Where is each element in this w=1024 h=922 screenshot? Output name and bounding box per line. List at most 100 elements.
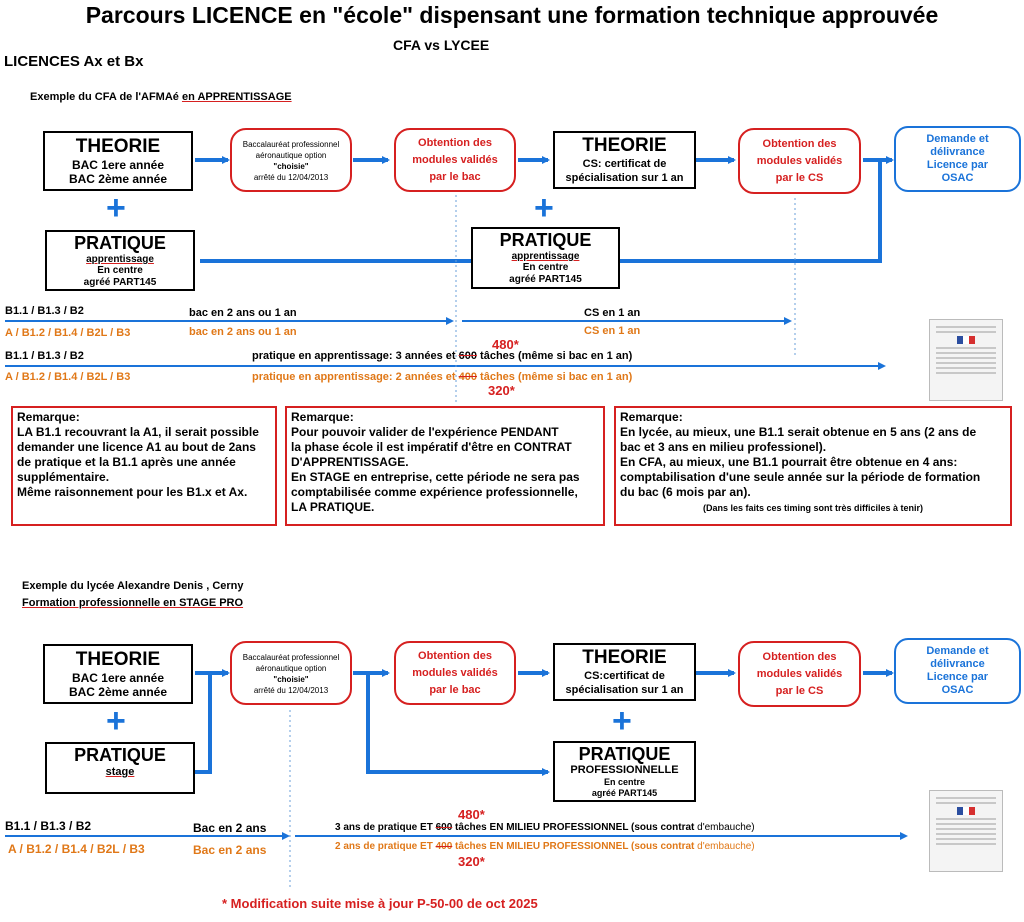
cfa-pratique-cs-box: PRATIQUE apprentissage En centre agréé P… xyxy=(471,227,620,289)
cfa-cs-duration-blue: CS en 1 an xyxy=(584,307,641,319)
remark-2-line: la phase école il est impératif d'être e… xyxy=(291,440,572,454)
lycee-osac-l4: OSAC xyxy=(941,684,974,696)
lycee-modules-bac-box: Obtention des modules validés par le bac xyxy=(394,641,516,705)
lycee-modules-cs-box: Obtention des modules validés par le CS xyxy=(738,641,861,707)
lycee-theorie-cs-l2: spécialisation sur 1 an xyxy=(565,684,684,696)
cfa-example-mode: en APPRENTISSAGE xyxy=(181,91,292,103)
cfa-theorie-cs-l1: CS: certificat de xyxy=(582,158,667,170)
lycee-prat-blue-text: 3 ans de pratique ET 600 tâches EN MILIE… xyxy=(335,822,755,833)
cfa-bac-l3: "choisie" xyxy=(273,162,309,171)
cfa-pratique-l2: agréé PART145 xyxy=(83,277,157,288)
lycee-pratique-pro-box: PRATIQUE PROFESSIONNELLE En centre agréé… xyxy=(553,741,696,802)
lycee-example-text: Exemple du lycée Alexandre Denis , Cerny xyxy=(22,580,244,592)
lycee-prat-blue-new-value: 480* xyxy=(458,807,485,822)
lycee-modules-bac-l2: modules validés xyxy=(412,667,498,679)
page-title: Parcours LICENCE en "école" dispensant u… xyxy=(85,2,939,28)
lycee-prat-orange-a: 2 ans de pratique ET xyxy=(335,841,436,852)
lycee-pratique-sub: stage xyxy=(105,766,135,778)
lycee-theorie-box: THEORIE BAC 1ere année BAC 2ème année xyxy=(43,644,193,704)
remark-1-line: LA B1.1 recouvrant la A1, il serait poss… xyxy=(17,425,259,439)
cfa-row2-orange-label: A / B1.2 / B1.4 / B2L / B3 xyxy=(5,371,131,383)
lycee-prat-orange-b: tâches EN MILIEU PROFESSIONNEL (sous con… xyxy=(452,841,698,852)
remark-3-note: (Dans les faits ces timing sont très dif… xyxy=(702,503,924,513)
lycee-prat-blue-old: 600 xyxy=(435,822,453,833)
remark-3-line: En CFA, au mieux, une B1.1 pourrait être… xyxy=(620,455,958,469)
cfa-pratique-l1: En centre xyxy=(97,265,143,276)
cfa-pratique-cs-l1: En centre xyxy=(522,262,569,273)
lycee-pratique-pro-title: PRATIQUE xyxy=(578,744,671,764)
cfa-prat-blue-old: 600 xyxy=(458,350,477,362)
cfa-bac-l4: arrêté du 12/04/2013 xyxy=(253,173,329,182)
cfa-pratique-cs-title: PRATIQUE xyxy=(499,230,592,250)
lycee-osac-l2: délivrance xyxy=(930,658,985,670)
cfa-bac-l2: aéronautique option xyxy=(255,151,327,160)
remark-3-line: En lycée, au mieux, une B1.1 serait obte… xyxy=(620,425,977,439)
lycee-theorie-cs-box: THEORIE CS:certificat de spécialisation … xyxy=(553,643,696,701)
cfa-modules-cs-l1: Obtention des xyxy=(762,138,837,150)
lycee-bac-l1: Baccalauréat professionnel xyxy=(242,653,340,662)
cfa-theorie-cs-l2: spécialisation sur 1 an xyxy=(565,172,684,184)
remark-3-line: bac et 3 ans en milieu professionel). xyxy=(620,440,827,454)
lycee-theorie-cs-l1: CS:certificat de xyxy=(584,670,665,682)
license-document-image xyxy=(929,790,1003,872)
lycee-pratique-pro-l1: En centre xyxy=(603,777,645,787)
cfa-theorie-box: THEORIE BAC 1ere année BAC 2ème année xyxy=(43,131,193,191)
remark-box-2: Remarque: Pour pouvoir valider de l'expé… xyxy=(285,406,605,526)
cfa-row1-orange-label: A / B1.2 / B1.4 / B2L / B3 xyxy=(5,327,131,339)
lycee-prat-blue-a: 3 ans de pratique ET xyxy=(335,822,436,833)
lycee-theorie-cs-title: THEORIE xyxy=(582,647,667,668)
cfa-modules-cs-box: Obtention des modules validés par le CS xyxy=(738,128,861,194)
cfa-osac-l3: Licence par xyxy=(926,159,989,171)
cfa-example-text: Exemple du CFA de l'AFMAé xyxy=(30,91,179,103)
footnote: * Modification suite mise à jour P-50-00… xyxy=(222,896,538,911)
plus-icon: + xyxy=(534,189,554,227)
remark-3-title: Remarque: xyxy=(620,410,683,424)
lycee-theorie-title: THEORIE xyxy=(75,649,161,670)
remark-3-line: comptabilisation d'une seule année sur l… xyxy=(620,470,981,484)
lycee-pratique-box: PRATIQUE stage xyxy=(45,742,195,794)
section-title: LICENCES Ax et Bx xyxy=(4,53,144,70)
cfa-prat-orange-b: tâches (même si bac en 1 an) xyxy=(476,371,633,383)
lycee-pratique-pro-l2: agréé PART145 xyxy=(591,788,658,798)
cfa-prat-orange-a: pratique en apprentissage: 2 années et xyxy=(252,371,459,383)
remark-2-line: En STAGE en entreprise, cette période ne… xyxy=(291,470,580,484)
cfa-prat-blue-b: tâches (même si bac en 1 an) xyxy=(476,350,633,362)
cfa-modules-bac-l1: Obtention des xyxy=(418,137,492,149)
cfa-prat-blue-text: pratique en apprentissage: 3 années et 6… xyxy=(252,350,632,362)
remark-1-line: supplémentaire. xyxy=(17,470,110,484)
cfa-row1-blue-label: B1.1 / B1.3 / B2 xyxy=(5,305,84,317)
remark-2-line: comptabilisée comme expérience professio… xyxy=(291,485,578,499)
cfa-row2-blue-label: B1.1 / B1.3 / B2 xyxy=(5,350,84,362)
cfa-bac-l1: Baccalauréat professionnel xyxy=(242,140,340,149)
cfa-theorie-title: THEORIE xyxy=(75,136,161,157)
remark-box-3: Remarque: En lycée, au mieux, une B1.1 s… xyxy=(614,406,1012,526)
remark-2-title: Remarque: xyxy=(291,410,354,424)
cfa-bac-duration-blue: bac en 2 ans ou 1 an xyxy=(189,307,297,319)
lycee-modules-cs-l2: modules validés xyxy=(756,668,843,680)
lycee-pratique-pro-sub: PROFESSIONNELLE xyxy=(570,764,679,776)
cfa-prat-blue-a: pratique en apprentissage: 3 années et xyxy=(252,350,459,362)
lycee-prat-orange-old: 400 xyxy=(435,841,453,852)
cfa-prat-orange-new-value: 320* xyxy=(488,383,515,398)
plus-icon: + xyxy=(106,702,126,740)
remark-2-line: Pour pouvoir valider de l'expérience PEN… xyxy=(291,425,559,439)
cfa-pratique-box: PRATIQUE apprentissage En centre agréé P… xyxy=(45,230,195,291)
lycee-modules-bac-l1: Obtention des xyxy=(418,650,492,662)
remark-1-line: de pratique et la B1.1 après une année xyxy=(17,455,236,469)
lycee-theorie-l2: BAC 2ème année xyxy=(68,685,168,699)
license-document-image xyxy=(929,319,1003,401)
remark-1-line: demander une licence A1 au bout de 2ans xyxy=(17,440,256,454)
plus-icon: + xyxy=(106,189,126,227)
lycee-prat-orange-text: 2 ans de pratique ET 400 tâches EN MILIE… xyxy=(335,841,755,852)
cfa-modules-bac-l3: par le bac xyxy=(429,171,481,183)
cfa-pratique-title: PRATIQUE xyxy=(74,233,166,253)
cfa-prat-orange-old: 400 xyxy=(458,371,477,383)
lycee-osac-l1: Demande et xyxy=(926,645,989,657)
remark-2-line: D'APPRENTISSAGE. xyxy=(291,455,409,469)
remark-1-line: Même raisonnement pour les B1.x et Ax. xyxy=(17,485,248,499)
lycee-bac-l3: "choisie" xyxy=(273,675,309,684)
lycee-modules-bac-l3: par le bac xyxy=(429,684,481,696)
lycee-row-orange-label: A / B1.2 / B1.4 / B2L / B3 xyxy=(8,842,145,856)
lycee-row-blue-label: B1.1 / B1.3 / B2 xyxy=(5,819,92,833)
